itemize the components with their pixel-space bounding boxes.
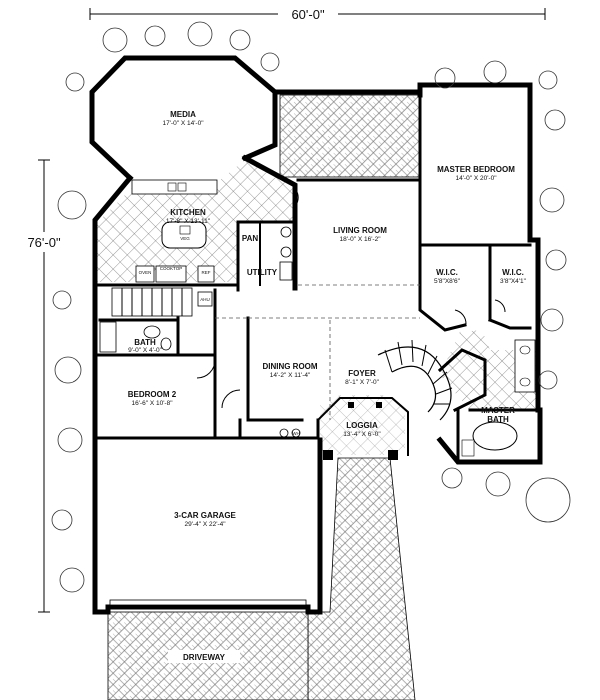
garage-fixtures: WH [279, 428, 301, 438]
wic-right-size: 3'8"X4'1" [500, 278, 527, 285]
wh-label: WH [292, 431, 300, 436]
garage-door [109, 599, 307, 606]
kitchen-name: KITCHEN [170, 208, 206, 217]
curved-staircase [377, 339, 453, 421]
dining-size: 14'-2" X 11'-4" [270, 372, 311, 379]
room-labels: MEDIA 17'-0" X 14'-0" KITCHEN 17'-8" X 1… [128, 110, 527, 663]
ref-label: REF [202, 270, 211, 275]
rear-patio-paving [279, 94, 421, 178]
bath-size: 9'-0" X 4'-0" [128, 347, 163, 354]
garage-name: 3-CAR GARAGE [174, 511, 236, 520]
pan-name: PAN [242, 234, 259, 243]
walkway-paving [307, 457, 416, 700]
depth-label: 76'-0" [27, 235, 61, 250]
width-label: 60'-0" [291, 7, 325, 22]
dashed-lines [215, 284, 420, 420]
driveway-name: DRIVEWAY [183, 653, 226, 662]
living-size: 18'-0" X 16'-2" [339, 236, 381, 243]
landscaping [51, 21, 571, 593]
master-name: MASTER BEDROOM [437, 165, 515, 174]
loggia-size: 13'-4" X 6'-0" [343, 431, 381, 438]
foyer-size: 8'-1" X 7'-0" [345, 379, 380, 386]
kitchen-size: 17'-8" X 13'-11" [166, 218, 211, 225]
interior-walls [93, 93, 542, 464]
living-name: LIVING ROOM [333, 226, 387, 235]
utility-fixtures [279, 226, 293, 281]
utility-name: UTILITY [247, 268, 278, 277]
kitchen-fixtures: OVEN COOKTOP REF VEG [131, 179, 218, 283]
oven-label: OVEN [139, 270, 152, 275]
wic-left-name: W.I.C. [436, 268, 458, 277]
master-size: 14'-0" X 20'-0" [455, 175, 497, 182]
dining-name: DINING ROOM [262, 362, 317, 371]
cooktop-label: COOKTOP [160, 266, 182, 271]
bath-name: BATH [134, 338, 156, 347]
door-swings [196, 189, 506, 409]
bedroom2-name: BEDROOM 2 [128, 390, 177, 399]
master-bath-name-2: BATH [487, 415, 509, 424]
veg-sink-label: VEG [180, 236, 190, 241]
depth-dimension: 76'-0" [18, 159, 70, 613]
media-name: MEDIA [170, 110, 196, 119]
foyer-name: FOYER [348, 369, 376, 378]
loggia-tile [320, 395, 405, 455]
hall-stairs: AHU [111, 287, 213, 317]
media-size: 17'-0" X 14'-0" [162, 120, 204, 127]
loggia-columns [323, 402, 398, 460]
wic-left-size: 5'8"X8'6" [434, 278, 461, 285]
master-bath-name-1: MASTER [481, 406, 515, 415]
ahu-label: AHU [200, 297, 210, 302]
loggia-name: LOGGIA [346, 421, 378, 430]
bedroom2-size: 16'-6" X 10'-8" [131, 400, 173, 407]
bath-fixtures [99, 321, 172, 353]
wic-right-name: W.I.C. [502, 268, 524, 277]
width-dimension: 60'-0" [89, 4, 546, 22]
garage-size: 29'-4" X 22'-4" [184, 521, 226, 528]
master-bath-fixtures [461, 339, 536, 457]
